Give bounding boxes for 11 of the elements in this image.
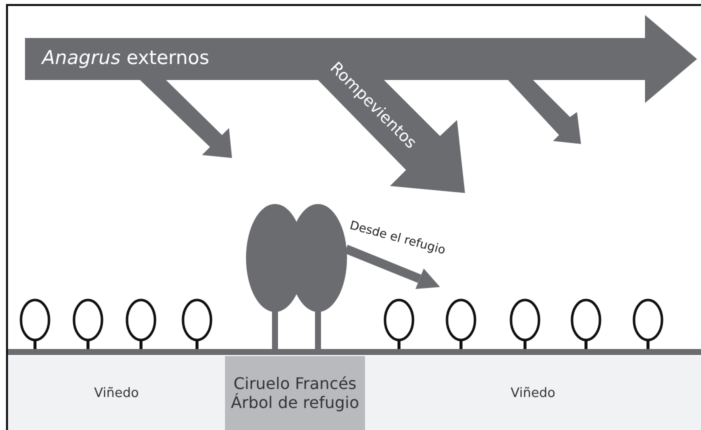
band-label: Ciruelo Francés [233,374,357,393]
edge-label: Desde el refugio [348,218,448,257]
arrow-label: Anagrus externos [42,47,210,69]
band-label: Árbol de refugio [230,393,360,412]
ground-band [8,356,225,430]
ground-band [365,356,701,430]
tree-drawing [246,204,347,349]
band-label: Viñedo [510,386,556,400]
arrow [344,244,440,289]
ground-band [225,356,365,430]
band-label: Viñedo [94,386,139,400]
